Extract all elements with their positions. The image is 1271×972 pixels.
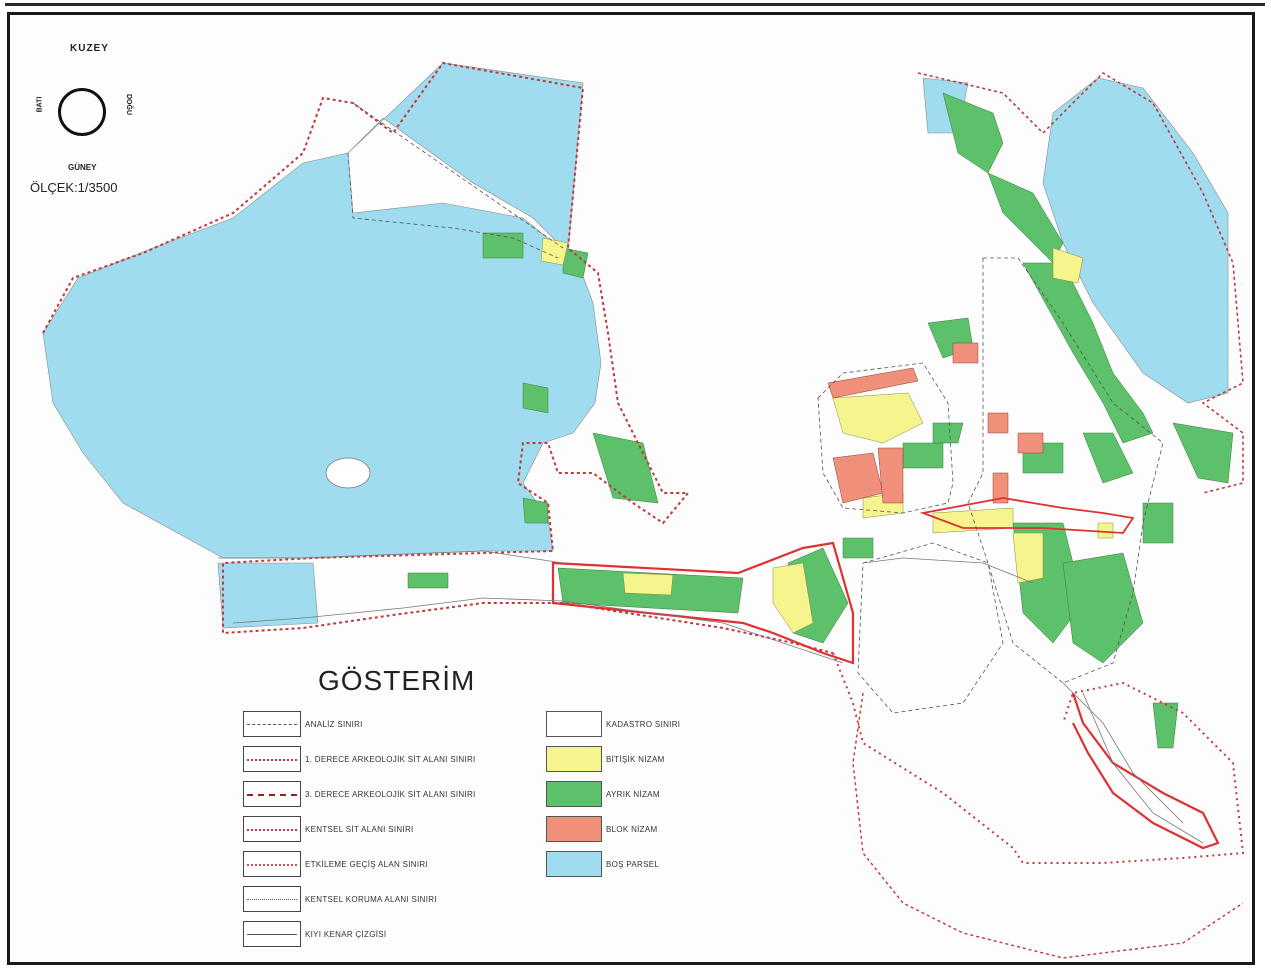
compass-south-label: GÜNEY — [68, 163, 97, 172]
legend-label: 1. DERECE ARKEOLOJİK SİT ALANI SINIRI — [305, 754, 476, 764]
legend-label: KADASTRO SINIRI — [606, 719, 681, 729]
legend-swatch-etkileme — [243, 851, 301, 877]
legend-item-kentsel-sit: KENTSEL SİT ALANI SINIRI — [243, 816, 414, 842]
southern-coast-boundary — [852, 692, 1244, 959]
road-lines — [218, 550, 1204, 844]
legend-label: ETKİLEME GEÇİŞ ALAN SINIRI — [305, 859, 428, 869]
legend-label: BİTİŞİK NİZAM — [606, 754, 665, 764]
third-degree-boundary-south — [1071, 692, 1220, 850]
compass-circle-icon — [58, 88, 106, 136]
bos-parsel-east — [1042, 77, 1229, 404]
legend-item-analiz: ANALİZ SINIRI — [243, 711, 363, 737]
kentsel-sit-boundary — [832, 652, 1245, 864]
legend-swatch-1-derece — [243, 746, 301, 772]
legend-swatch-kadastro — [546, 711, 602, 737]
legend-title: GÖSTERİM — [318, 665, 476, 696]
third-degree-boundary-center — [919, 497, 1135, 534]
legend-item-1-derece: 1. DERECE ARKEOLOJİK SİT ALANI SINIRI — [243, 746, 476, 772]
legend-item-3-derece: 3. DERECE ARKEOLOJİK SİT ALANI SINIRI — [243, 781, 476, 807]
legend-label: KENTSEL SİT ALANI SINIRI — [305, 824, 414, 834]
bos-parsel-strip — [217, 562, 319, 629]
legend-label: KENTSEL KORUMA ALANI SINIRI — [305, 894, 437, 904]
legend-swatch-kiyi-kenar — [243, 921, 301, 947]
blok-nizam-parcels — [827, 342, 1044, 504]
legend-item-kiyi-kenar: KIYI KENAR ÇİZGİSİ — [243, 921, 386, 947]
legend-label: BOŞ PARSEL — [606, 859, 660, 869]
compass-rose: KUZEY BATI DOĞU GÜNEY — [30, 43, 150, 203]
legend-swatch-3-derece — [243, 781, 301, 807]
legend-label: AYRIK NİZAM — [606, 789, 660, 799]
legend-swatch-analiz — [243, 711, 301, 737]
legend-swatch-kentsel-sit — [243, 816, 301, 842]
map-canvas — [42, 61, 1245, 959]
map-frame: KUZEY BATI DOĞU GÜNEY ÖLÇEK:1/3500 GÖSTE… — [7, 12, 1255, 965]
legend-item-blok: BLOK NİZAM — [546, 816, 657, 842]
compass-west-label: BATI — [36, 96, 44, 113]
top-rule — [5, 3, 1265, 6]
third-degree-boundary — [551, 541, 855, 665]
legend-swatch-bitisik — [546, 746, 602, 772]
legend-item-bitisik: BİTİŞİK NİZAM — [546, 746, 665, 772]
legend-label: ANALİZ SINIRI — [305, 719, 363, 729]
legend-swatch-blok — [546, 816, 602, 842]
legend-item-etkileme: ETKİLEME GEÇİŞ ALAN SINIRI — [243, 851, 428, 877]
scale-label: ÖLÇEK:1/3500 — [30, 180, 118, 195]
legend-swatch-ayrik — [546, 781, 602, 807]
legend-label: BLOK NİZAM — [606, 824, 658, 834]
etkileme-gecis-boundary — [917, 71, 1244, 494]
legend-label: KIYI KENAR ÇİZGİSİ — [305, 929, 387, 939]
bos-parsel-west — [42, 152, 602, 559]
compass-north-label: KUZEY — [70, 43, 109, 54]
island-lake — [325, 457, 371, 489]
legend-item-ayrik: AYRIK NİZAM — [546, 781, 660, 807]
analiz-boundaries — [347, 102, 1164, 714]
legend-item-kentsel-koruma: KENTSEL KORUMA ALANI SINIRI — [243, 886, 437, 912]
compass-east-label: DOĞU — [125, 94, 132, 115]
legend-item-kadastro: KADASTRO SINIRI — [546, 711, 680, 737]
legend-swatch-bos-parsel — [546, 851, 602, 877]
legend-swatch-kentsel-koruma — [243, 886, 301, 912]
legend-label: 3. DERECE ARKEOLOJİK SİT ALANI SINIRI — [305, 789, 476, 799]
legend-item-bos-parsel: BOŞ PARSEL — [546, 851, 659, 877]
